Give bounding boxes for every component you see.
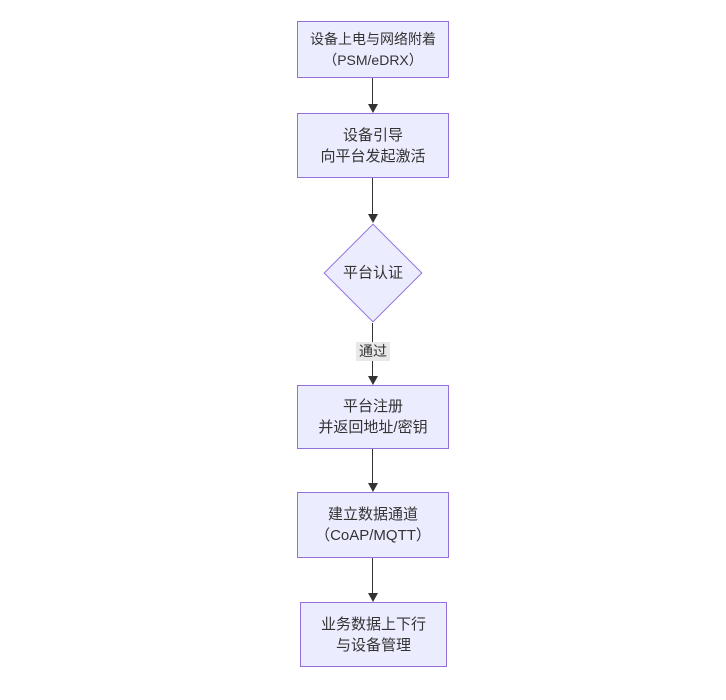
node-business-line2: 与设备管理 — [335, 636, 411, 654]
node-boot-activate-line1: 设备引导 — [342, 126, 403, 144]
node-power-attach-line1: 设备上电与网络附着 — [310, 30, 436, 47]
edge-line-1 — [372, 78, 373, 105]
decision-diamond-label: 平台认证 — [342, 264, 404, 282]
edge-line-5 — [372, 558, 373, 593]
node-register: 平台注册 并返回地址/密钥 — [297, 385, 449, 449]
arrowhead-down-icon — [368, 214, 378, 223]
node-business-line1: 业务数据上下行 — [320, 615, 426, 633]
node-data-channel-line2: （CoAP/MQTT） — [315, 527, 431, 544]
node-business: 业务数据上下行 与设备管理 — [300, 602, 447, 667]
edge-line-2 — [372, 178, 373, 215]
edge-label-pass: 通过 — [356, 342, 390, 361]
arrowhead-down-icon — [368, 593, 378, 602]
node-data-channel-line1: 建立数据通道 — [327, 506, 418, 523]
arrowhead-down-icon — [368, 104, 378, 113]
node-power-attach-line2: （PSM/eDRX） — [323, 51, 423, 68]
node-data-channel: 建立数据通道 （CoAP/MQTT） — [297, 492, 449, 558]
node-boot-activate-line2: 向平台发起激活 — [320, 147, 426, 165]
arrowhead-down-icon — [368, 376, 378, 385]
node-boot-activate: 设备引导 向平台发起激活 — [297, 113, 449, 178]
arrowhead-down-icon — [368, 483, 378, 492]
edge-line-4 — [372, 449, 373, 483]
node-register-line2: 并返回地址/密钥 — [318, 419, 428, 436]
node-register-line1: 平台注册 — [342, 398, 403, 415]
node-power-attach: 设备上电与网络附着 （PSM/eDRX） — [297, 21, 449, 78]
